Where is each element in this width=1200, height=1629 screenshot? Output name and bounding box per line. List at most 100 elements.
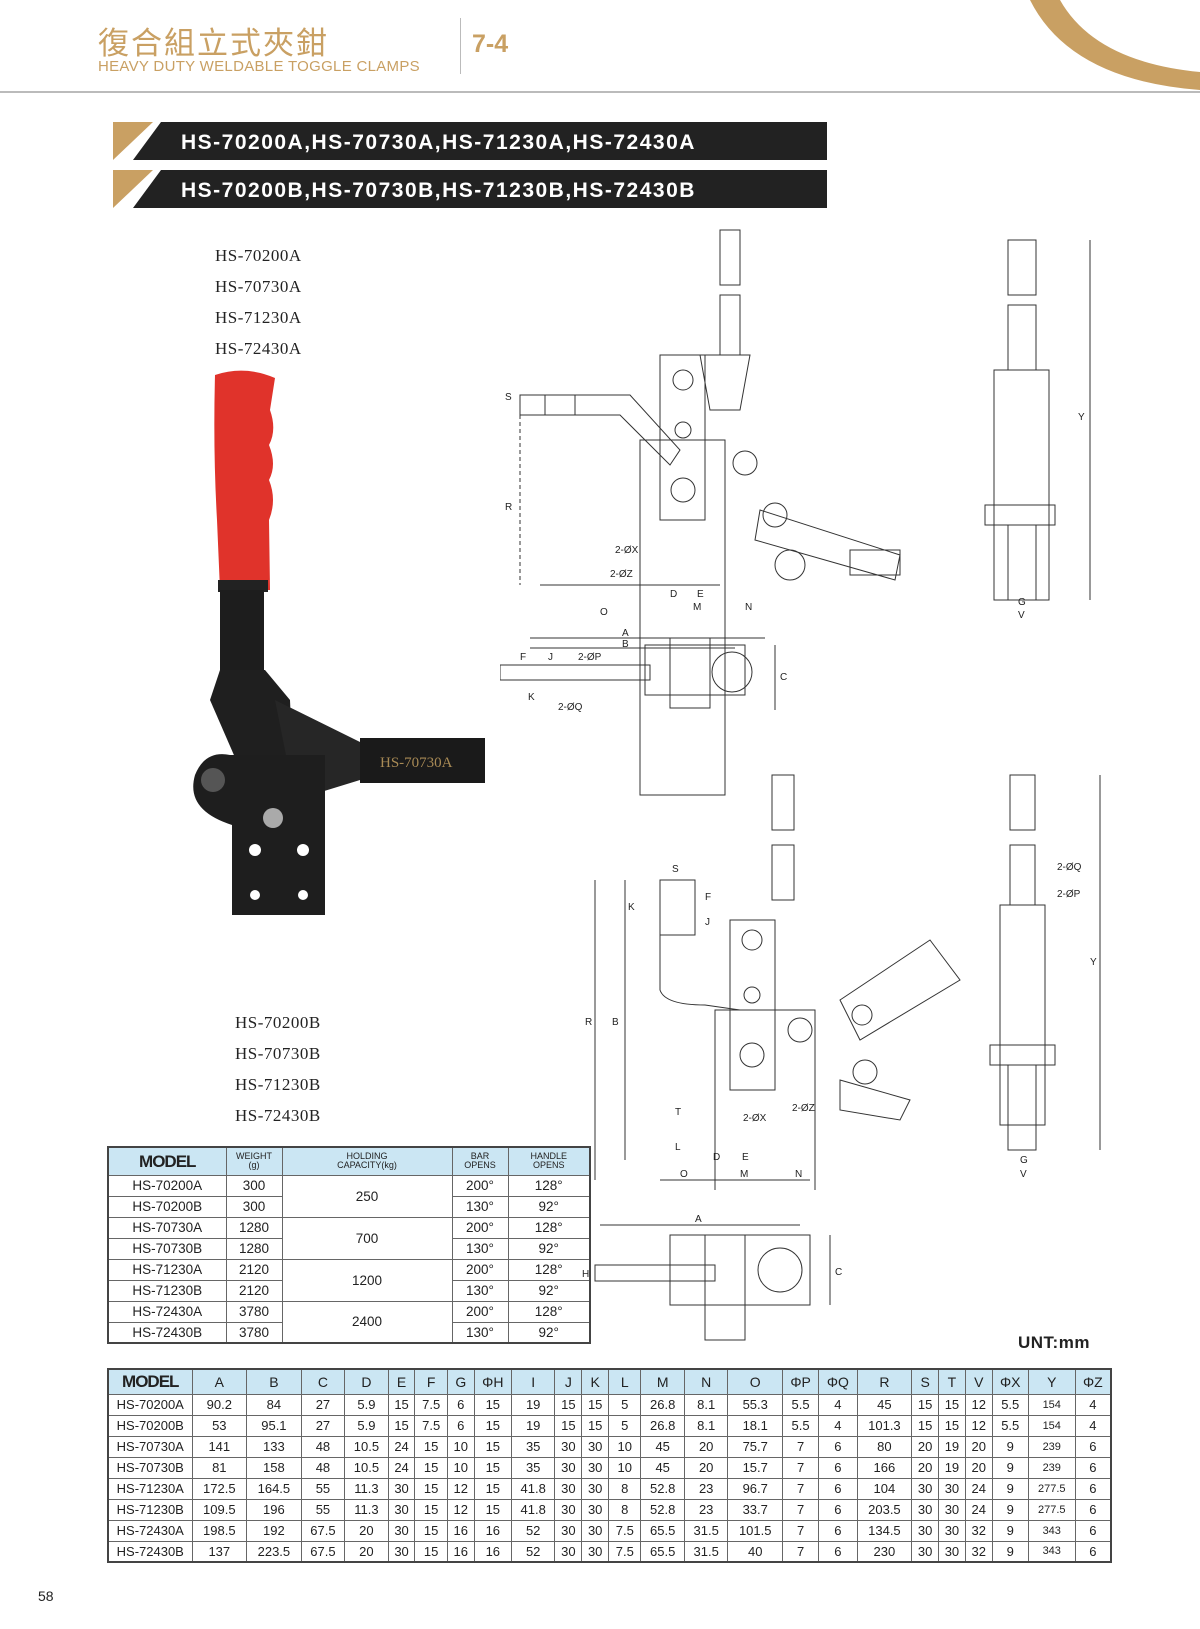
cell-value: 223.5: [246, 1540, 302, 1563]
cell-value: 277.5: [1027, 1477, 1076, 1500]
col-header: ΦX: [991, 1368, 1029, 1395]
cell-value: 15: [414, 1519, 448, 1542]
cell-value: 7.5: [608, 1540, 642, 1563]
cell-value: 192: [246, 1519, 302, 1542]
decorative-arc: [1030, 0, 1200, 90]
series-banner-b: HS-70200B,HS-70730B,HS-71230B,HS-72430B: [113, 170, 827, 208]
dim-label: R: [585, 1017, 592, 1028]
dim-label: 2-ØX: [615, 545, 639, 556]
dim-label: A: [622, 628, 629, 639]
cell-value: 134.5: [856, 1519, 913, 1542]
cell-capacity: 700: [281, 1216, 453, 1260]
cell-value: 45: [640, 1435, 685, 1458]
dim-label: 2-ØP: [578, 652, 602, 663]
cell-value: 52.8: [640, 1498, 685, 1521]
dim-label: E: [742, 1152, 749, 1163]
cell-value: 7: [782, 1435, 820, 1458]
series-banner-a: HS-70200A,HS-70730A,HS-71230A,HS-72430A: [113, 122, 827, 160]
cell-value: 19: [510, 1393, 556, 1416]
cell-capacity: 1200: [281, 1258, 453, 1302]
cell-value: 30: [554, 1435, 583, 1458]
cell-value: 30: [554, 1498, 583, 1521]
cell-value: 133: [246, 1435, 302, 1458]
cell-value: 15: [414, 1477, 448, 1500]
col-header: ΦQ: [818, 1368, 858, 1395]
cell-value: 10.5: [344, 1456, 389, 1479]
cell-value: 166: [856, 1456, 913, 1479]
cell-weight: 300: [225, 1174, 283, 1197]
page-number: 58: [38, 1588, 54, 1604]
cell-value: 137: [191, 1540, 248, 1563]
cell-value: 12: [446, 1477, 475, 1500]
cell-value: 6: [818, 1456, 858, 1479]
dim-label: K: [628, 902, 635, 913]
cell-weight: 1280: [225, 1216, 283, 1239]
cell-value: 15: [414, 1498, 448, 1521]
photo-model-engraving: HS-70730A: [380, 755, 453, 771]
cell-value: 164.5: [246, 1477, 302, 1500]
cell-value: 95.1: [246, 1414, 302, 1437]
cell-bar: 130°: [451, 1237, 509, 1260]
dim-label: E: [697, 589, 704, 600]
cell-value: 10.5: [344, 1435, 389, 1458]
cell-capacity: 2400: [281, 1300, 453, 1344]
cell-weight: 300: [225, 1195, 283, 1218]
cell-value: 20: [344, 1519, 389, 1542]
cell-value: 45: [640, 1456, 685, 1479]
cell-value: 277.5: [1027, 1498, 1076, 1521]
cell-value: 30: [938, 1519, 966, 1542]
dim-label: 2-ØZ: [792, 1103, 815, 1114]
cell-model: HS-70200A: [107, 1393, 193, 1416]
cell-value: 26.8: [640, 1393, 685, 1416]
cell-value: 7: [782, 1540, 820, 1563]
page-title-chinese: 復合組立式夾鉗: [98, 26, 329, 62]
cell-bar: 200°: [451, 1216, 509, 1239]
dim-label: D: [713, 1152, 720, 1163]
cell-value: 230: [856, 1540, 913, 1563]
model-label: HS-71230B: [235, 1075, 321, 1094]
col-header: I: [510, 1368, 556, 1395]
cell-value: 55: [300, 1477, 346, 1500]
cell-value: 5.9: [344, 1414, 389, 1437]
cell-value: 45: [856, 1393, 913, 1416]
col-header: C: [300, 1368, 346, 1395]
plan-view-drawing-a: [500, 638, 775, 710]
cell-value: 32: [964, 1519, 993, 1542]
dim-label: N: [745, 602, 752, 613]
col-header: K: [581, 1368, 610, 1395]
cell-model: HS-70730A: [107, 1435, 193, 1458]
dim-label: M: [693, 602, 701, 613]
cell-value: 16: [473, 1519, 512, 1542]
cell-value: 5.5: [782, 1393, 820, 1416]
cell-model: HS-71230B: [107, 1498, 193, 1521]
cell-value: 15: [414, 1540, 448, 1563]
cell-value: 15: [554, 1414, 583, 1437]
cell-value: 81: [191, 1456, 248, 1479]
cell-value: 30: [581, 1519, 610, 1542]
col-header: R: [856, 1368, 913, 1395]
cell-value: 5.5: [991, 1393, 1029, 1416]
cell-weight: 3780: [225, 1300, 283, 1323]
dim-label: Y: [1078, 412, 1085, 423]
cell-value: 35: [510, 1435, 556, 1458]
cell-model: HS-71230A: [107, 1258, 227, 1281]
cell-value: 6: [1074, 1456, 1112, 1479]
cell-value: 67.5: [300, 1519, 346, 1542]
unit-label: UNT:mm: [1018, 1333, 1090, 1352]
cell-value: 30: [581, 1435, 610, 1458]
cell-value: 11.3: [344, 1477, 389, 1500]
dim-label: 2-ØP: [1057, 889, 1081, 900]
cell-handle: 128°: [507, 1300, 591, 1323]
cell-model: HS-72430B: [107, 1321, 227, 1344]
cell-value: 8: [608, 1498, 642, 1521]
col-header: L: [608, 1368, 642, 1395]
dim-label: N: [795, 1169, 802, 1180]
cell-weight: 2120: [225, 1279, 283, 1302]
